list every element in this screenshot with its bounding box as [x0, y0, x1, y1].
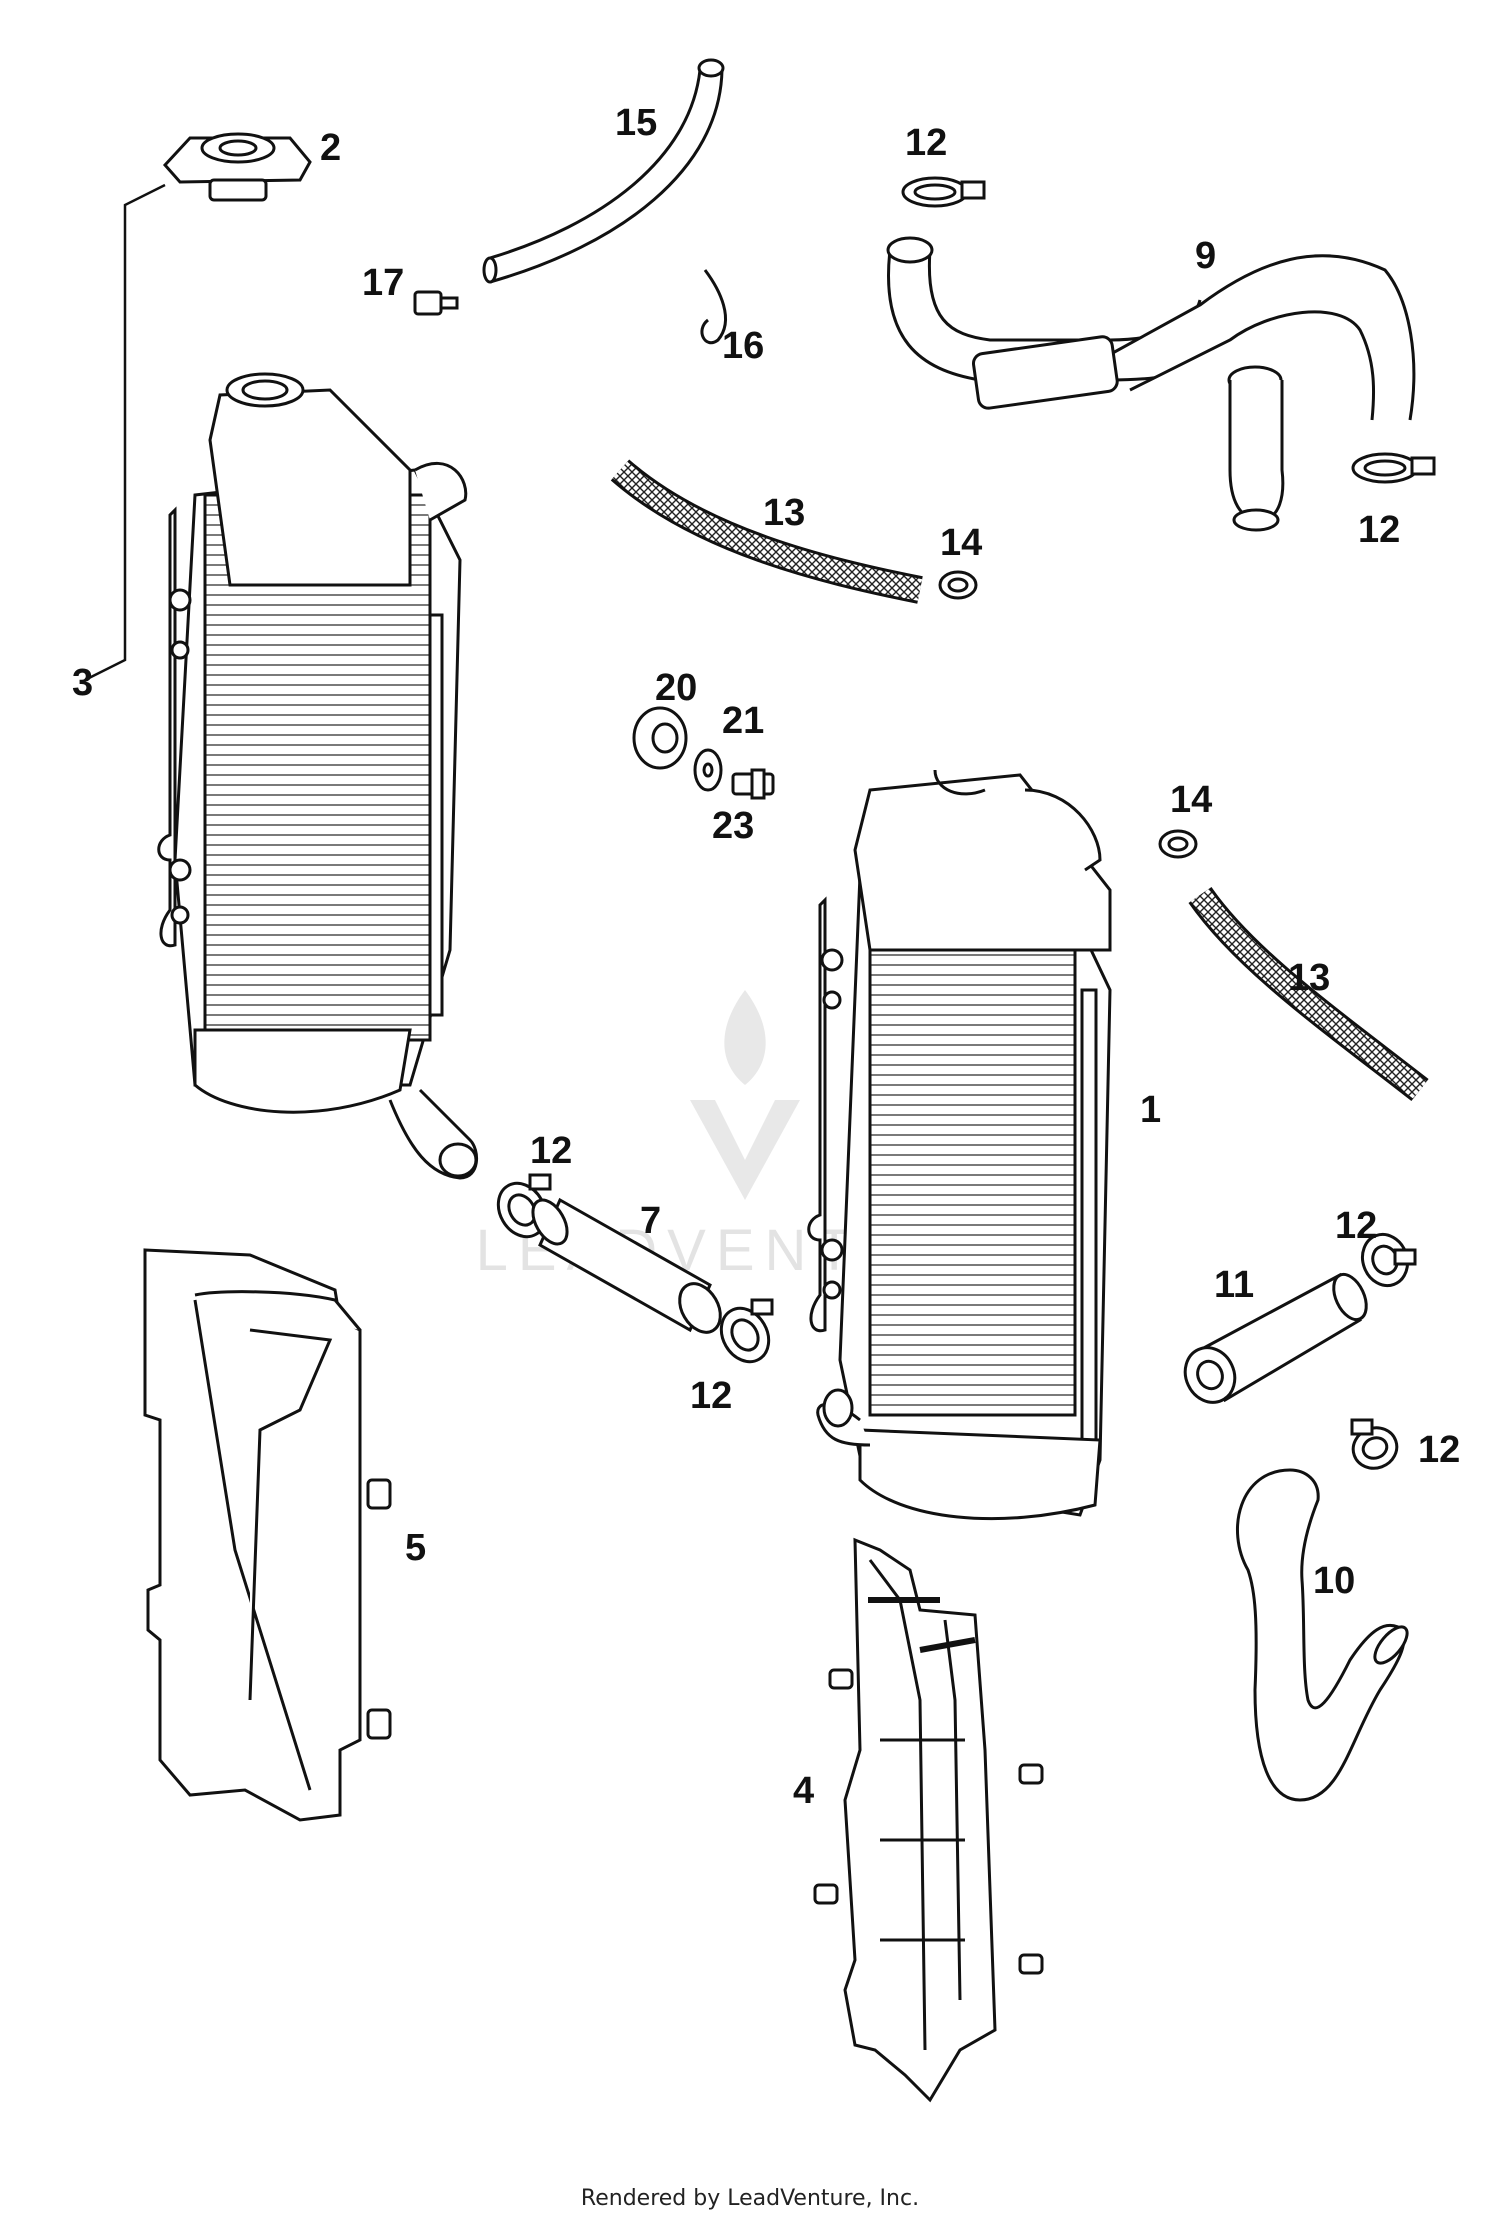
- callout-12-left-lower: 12: [690, 1375, 732, 1417]
- hose-7: [526, 1194, 729, 1339]
- callout-23: 23: [712, 805, 754, 847]
- hose-clamp-12-top: [903, 178, 984, 206]
- grommet-20: [634, 708, 686, 768]
- hose-clamp-12-right: [1353, 454, 1434, 482]
- callout-13-top: 13: [763, 492, 805, 534]
- hose-clamp-12-mid-right: [1355, 1228, 1415, 1292]
- callout-12-left-upper: 12: [530, 1130, 572, 1172]
- callout-17: 17: [362, 262, 404, 304]
- callout-10: 10: [1313, 1560, 1355, 1602]
- callout-7: 7: [640, 1200, 661, 1242]
- callout-21: 21: [722, 700, 764, 742]
- radiator-shroud-5: [145, 1250, 390, 1820]
- braided-hose-13-right: [1200, 895, 1420, 1090]
- radiator-right-1: [809, 770, 1110, 1519]
- small-clamp-14-top: [940, 572, 976, 598]
- callout-11: 11: [1214, 1264, 1254, 1306]
- callout-2: 2: [320, 127, 341, 169]
- callout-12-mid-right: 12: [1335, 1205, 1377, 1247]
- hose-clamp-12-left-lower: [712, 1300, 778, 1370]
- callout-3: 3: [72, 662, 93, 704]
- hose-11: [1176, 1269, 1372, 1410]
- small-clamp-14-right: [1160, 831, 1196, 857]
- callout-1: 1: [1140, 1089, 1161, 1131]
- radiator-left-3: [159, 374, 477, 1178]
- y-hose-9: [888, 238, 1414, 530]
- callout-12-lower-right: 12: [1418, 1429, 1460, 1471]
- vent-hose-15: [484, 60, 723, 282]
- washer-21: [695, 750, 721, 790]
- callout-5: 5: [405, 1527, 426, 1569]
- rendered-by-footer: Rendered by LeadVenture, Inc.: [580, 2186, 920, 2211]
- elbow-hose-10: [1237, 1470, 1412, 1800]
- hose-clip-16: [700, 269, 728, 344]
- callout-16: 16: [722, 325, 764, 367]
- callout-14-top: 14: [940, 522, 982, 564]
- callout-14-right: 14: [1170, 779, 1212, 821]
- hose-clamp-12-lower-right: [1347, 1420, 1402, 1474]
- callout-4: 4: [793, 1770, 814, 1812]
- callout-13-right: 13: [1288, 957, 1330, 999]
- bolt-17: [415, 292, 457, 314]
- radiator-cap: [165, 134, 310, 200]
- callout-20: 20: [655, 667, 697, 709]
- radiator-shroud-4: [815, 1540, 1042, 2100]
- callout-15: 15: [615, 102, 657, 144]
- cap-leader-line: [84, 183, 166, 682]
- callout-9: 9: [1195, 235, 1216, 277]
- callout-12-top: 12: [905, 122, 947, 164]
- braided-hose-13-top: [620, 470, 920, 590]
- callout-12-right: 12: [1358, 509, 1400, 551]
- screw-23: [733, 770, 773, 798]
